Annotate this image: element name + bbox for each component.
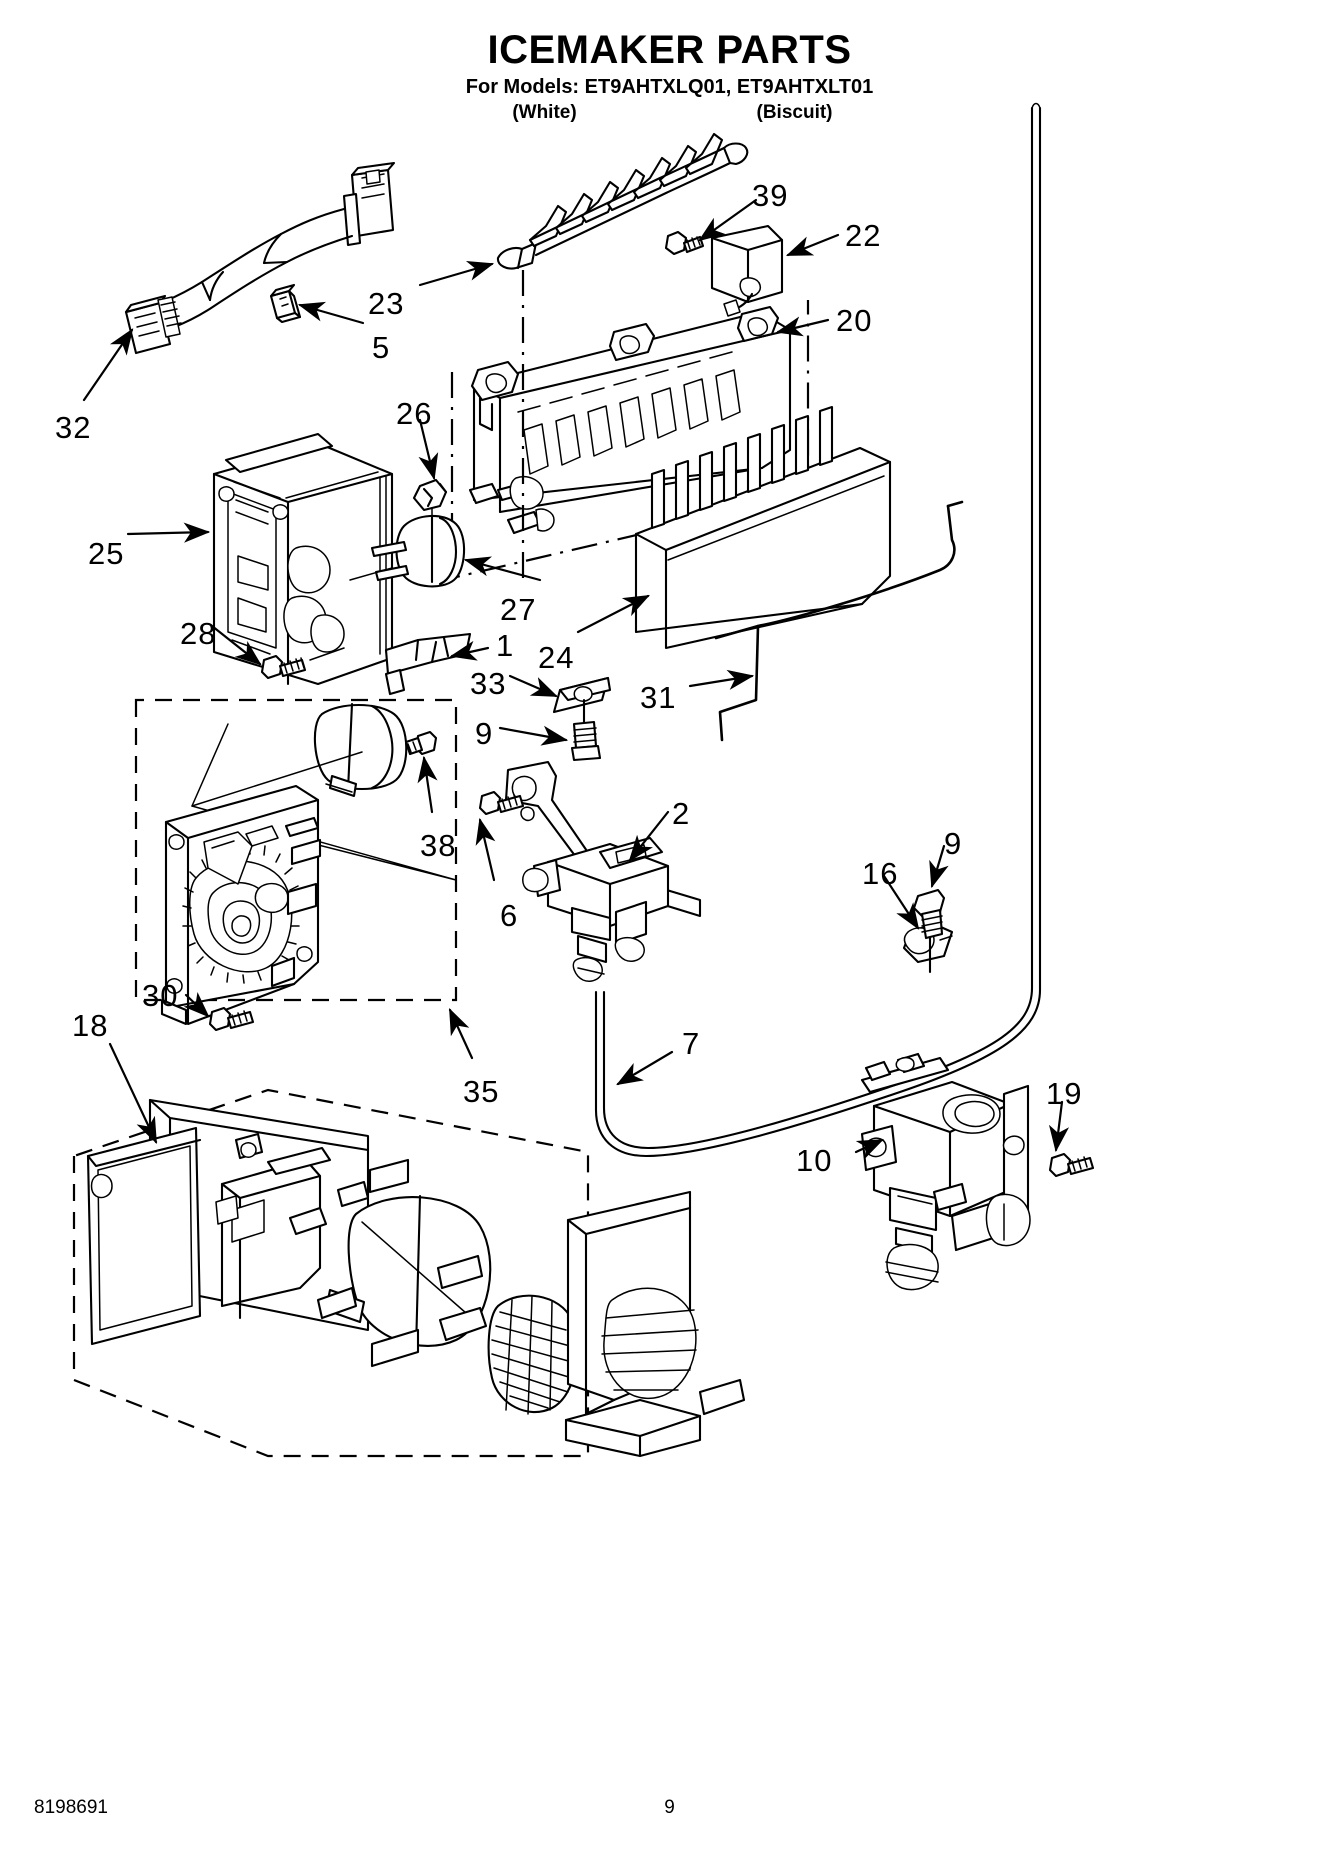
leader-2 — [628, 812, 668, 862]
callout-35: 35 — [463, 1074, 500, 1109]
page-number: 9 — [664, 1797, 675, 1818]
callout-33: 33 — [470, 666, 507, 701]
leader-7 — [616, 1052, 672, 1086]
assembly-outline-upper — [452, 300, 808, 578]
part-thermostat — [350, 516, 464, 586]
part-motor-screw-38 — [406, 732, 436, 754]
leader-1 — [449, 640, 488, 661]
callout-26: 26 — [396, 396, 433, 431]
leader-22 — [785, 235, 838, 255]
callout-2: 2 — [672, 796, 691, 831]
leader-10 — [856, 1140, 884, 1160]
part-fan-assembly — [88, 1100, 744, 1456]
leader-28 — [212, 626, 262, 666]
leader-23 — [420, 261, 495, 285]
leader-9a — [500, 725, 569, 746]
leader-24 — [578, 596, 650, 632]
callout-28: 28 — [180, 616, 217, 651]
part-screw-30 — [210, 1008, 253, 1030]
leader-35 — [450, 1008, 472, 1058]
callout-22: 22 — [845, 218, 882, 253]
callout-18: 18 — [72, 1008, 109, 1043]
part-water-valve-assembly — [506, 762, 700, 981]
part-gear-case — [162, 786, 320, 1024]
callout-32: 32 — [55, 410, 92, 445]
leader-38 — [417, 755, 438, 812]
part-screw-19 — [1050, 1154, 1093, 1176]
leader-25 — [128, 522, 211, 543]
callout-38: 38 — [420, 828, 457, 863]
part-module-housing — [214, 434, 392, 684]
callout-31: 31 — [640, 680, 677, 715]
callout-9a: 9 — [475, 716, 494, 751]
callout-10: 10 — [796, 1143, 833, 1178]
leader-18 — [110, 1044, 156, 1144]
leader-9b — [929, 846, 949, 889]
callout-27: 27 — [500, 592, 537, 627]
callout-39: 39 — [752, 178, 789, 213]
callout-20: 20 — [836, 303, 873, 338]
part-water-inlet-valve — [862, 1054, 1030, 1290]
leader-20 — [775, 316, 828, 337]
part-water-tube — [596, 104, 1040, 1157]
assembly-box-18 — [74, 1090, 588, 1456]
callout-30: 30 — [142, 978, 179, 1013]
part-motor — [315, 704, 406, 796]
part-wiring-harness — [126, 163, 394, 353]
leader-16 — [884, 876, 920, 930]
part-screw-9b — [914, 890, 944, 938]
part-arm-support — [386, 634, 470, 694]
part-mounting-bracket — [554, 678, 610, 726]
part-ice-stripper — [636, 407, 890, 648]
part-water-fill-cup — [712, 226, 782, 316]
leader-19 — [1048, 1102, 1070, 1153]
leader-32 — [84, 328, 134, 400]
page-title: ICEMAKER PARTS — [487, 28, 852, 72]
part-mold-screw — [666, 232, 703, 254]
assembly-pointer-lines — [192, 724, 456, 880]
color-white-label: (White) — [512, 102, 577, 123]
callout-6: 6 — [500, 898, 519, 933]
callout-5: 5 — [372, 330, 391, 365]
leader-33 — [510, 676, 559, 696]
part-module-screw — [262, 656, 305, 678]
callout-16: 16 — [862, 856, 899, 891]
color-biscuit-label: (Biscuit) — [756, 102, 833, 123]
leader-26 — [418, 420, 439, 481]
leader-39 — [698, 200, 756, 242]
callout-7: 7 — [682, 1026, 701, 1061]
leader-31 — [690, 669, 755, 690]
part-shut-off-arm — [716, 502, 962, 740]
callout-9b: 9 — [944, 826, 963, 861]
callout-25: 25 — [88, 536, 125, 571]
callout-1: 1 — [496, 628, 515, 663]
leader-27 — [463, 556, 540, 580]
part-screw-9a — [572, 722, 600, 760]
leader-30 — [183, 991, 210, 1018]
leader-6 — [475, 817, 496, 880]
part-ejector-arm — [498, 134, 747, 269]
color-variants: (White) (Biscuit) — [0, 102, 1339, 124]
part-screw-6 — [480, 792, 523, 814]
part-harness-clip — [271, 285, 300, 322]
footer-part-number: 8198691 — [34, 1797, 108, 1818]
callout-24: 24 — [538, 640, 575, 675]
callout-23: 23 — [368, 286, 405, 321]
callout-19: 19 — [1046, 1076, 1083, 1111]
leader-5 — [297, 301, 363, 323]
assembly-box-35 — [136, 700, 456, 1000]
models-line: For Models: ET9AHTXLQ01, ET9AHTXLT01 — [465, 76, 874, 98]
